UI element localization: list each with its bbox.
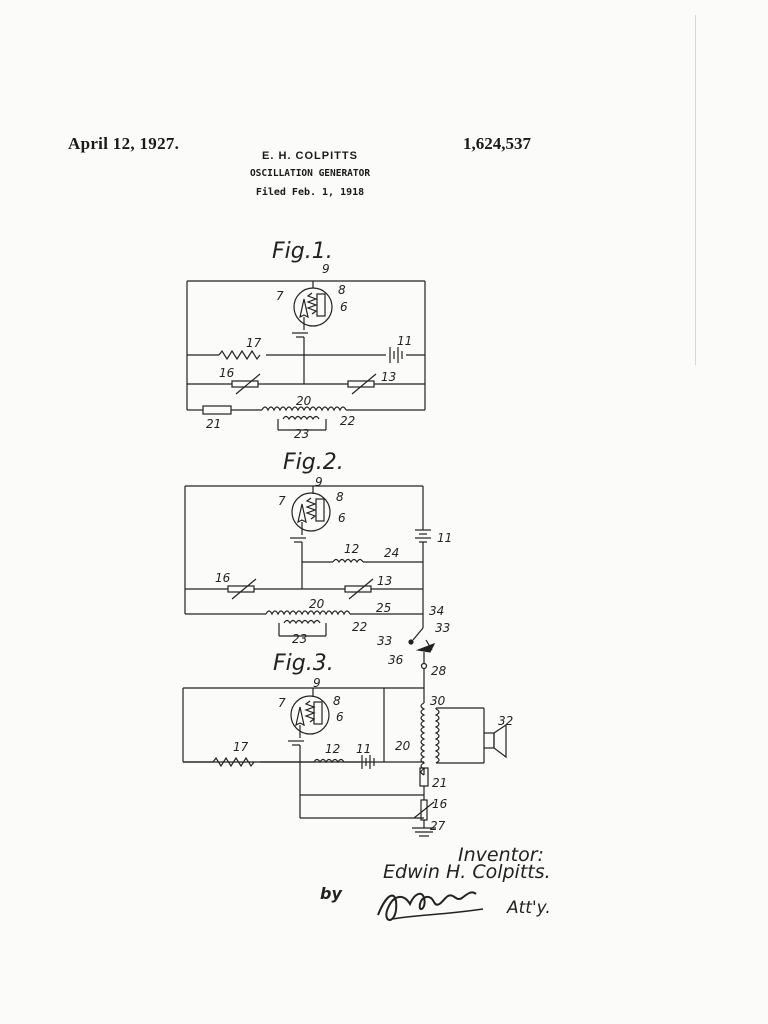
patent-date: April 12, 1927. <box>68 134 180 153</box>
label-32: 32 <box>498 714 513 728</box>
label-9: 9 <box>322 262 330 276</box>
figure-1-caption: Fig.1. <box>272 239 333 264</box>
patent-header-block: E. H. COLPITTS OSCILLATION GENERATOR Fil… <box>230 150 390 198</box>
attorney-label: Att'y. <box>507 898 551 918</box>
label-12: 12 <box>344 542 359 556</box>
label-28: 28 <box>431 664 447 678</box>
label-7: 7 <box>276 289 284 303</box>
tube-grid-3 <box>304 700 316 723</box>
secondary-coil-30 <box>434 708 440 764</box>
inductance-coil-20-fig2 <box>265 610 351 616</box>
label-16: 16 <box>215 571 231 585</box>
vacuum-tube-2 <box>291 492 331 532</box>
label-11: 11 <box>356 742 371 756</box>
figure-2-caption: Fig.2. <box>283 450 344 475</box>
label-9: 9 <box>315 475 323 489</box>
label-25: 25 <box>376 601 391 615</box>
label-24: 24 <box>384 546 399 560</box>
telephone-receiver-32 <box>483 732 495 749</box>
filing-date: Filed Feb. 1, 1918 <box>255 187 365 198</box>
label-16: 16 <box>219 366 235 380</box>
vacuum-tube-1 <box>293 287 333 327</box>
label-9: 9 <box>313 676 321 690</box>
label-30: 30 <box>430 694 446 708</box>
inductance-coil-20 <box>261 406 347 412</box>
tube-filament-1 <box>299 298 309 319</box>
label-13: 13 <box>377 574 392 588</box>
scan-margin-line <box>695 15 696 365</box>
tube-plate-1 <box>316 293 326 317</box>
label-33-right: 33 <box>435 621 450 635</box>
label-20: 20 <box>395 739 411 753</box>
by-label: by <box>320 884 342 903</box>
label-23: 23 <box>292 632 307 646</box>
label-6: 6 <box>340 300 348 314</box>
coil-12 <box>332 558 364 564</box>
label-22: 22 <box>352 620 367 634</box>
inventor-name: E. H. COLPITTS <box>262 150 358 162</box>
label-11: 11 <box>397 334 412 348</box>
label-34: 34 <box>429 604 444 618</box>
condenser-21 <box>202 405 232 415</box>
label-13: 13 <box>381 370 396 384</box>
switch-blade-33 <box>412 627 424 641</box>
tube-filament-3 <box>295 706 305 727</box>
patent-number: 1,624,537 <box>463 134 531 153</box>
label-33-left: 33 <box>377 634 392 648</box>
label-27: 27 <box>430 819 446 833</box>
label-21: 21 <box>432 776 447 790</box>
vacuum-tube-3 <box>290 695 330 735</box>
figure-1: Fig.1. <box>186 239 426 441</box>
label-12: 12 <box>325 742 340 756</box>
label-8: 8 <box>336 490 344 504</box>
tube-grid-2 <box>305 497 317 520</box>
tube-plate-2 <box>315 498 325 522</box>
label-21: 21 <box>206 417 221 431</box>
label-7: 7 <box>278 494 286 508</box>
tube-grid-1 <box>306 292 318 315</box>
resistor-17-fig3 <box>212 756 255 768</box>
label-20: 20 <box>309 597 325 611</box>
patent-title: OSCILLATION GENERATOR <box>249 168 371 179</box>
label-17: 17 <box>233 740 249 754</box>
label-6: 6 <box>336 710 344 724</box>
figure-3: Fig.3. <box>182 651 513 837</box>
label-8: 8 <box>333 694 341 708</box>
label-36: 36 <box>388 653 404 667</box>
label-8: 8 <box>338 283 346 297</box>
attorney-signature <box>377 891 484 921</box>
resistor-17 <box>218 349 261 361</box>
label-23: 23 <box>294 427 309 441</box>
inductance-coil-20-fig3 <box>420 702 426 776</box>
label-11: 11 <box>437 531 452 545</box>
switch-key-36 <box>415 642 436 653</box>
label-22: 22 <box>340 414 355 428</box>
label-17: 17 <box>246 336 262 350</box>
label-6: 6 <box>338 511 346 525</box>
figure-2: Fig.2. <box>184 450 452 678</box>
tube-filament-2 <box>297 503 307 524</box>
inventor-full-name: Edwin H. Colpitts. <box>383 861 551 883</box>
label-7: 7 <box>278 696 286 710</box>
coil-12-fig3 <box>313 758 345 764</box>
label-20: 20 <box>296 394 312 408</box>
label-16: 16 <box>432 797 448 811</box>
figure-3-caption: Fig.3. <box>273 651 334 676</box>
inventor-label: Inventor: <box>458 844 544 866</box>
